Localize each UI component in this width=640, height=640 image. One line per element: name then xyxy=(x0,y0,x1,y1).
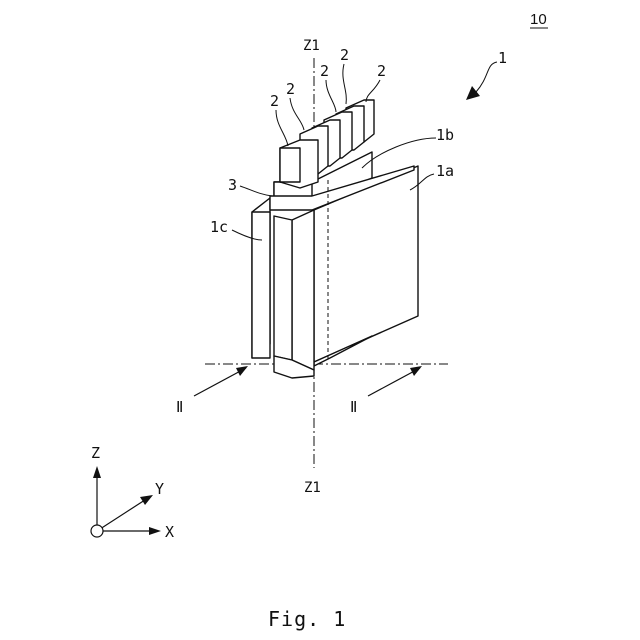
terminal-leader xyxy=(276,110,288,146)
section-marker-right: Ⅱ xyxy=(350,366,422,416)
insulator-label-group: 3 xyxy=(228,176,272,196)
insulator-label: 3 xyxy=(228,176,237,194)
terminal-leader xyxy=(343,64,346,104)
assembly-label: 1 xyxy=(498,49,507,67)
terminal-leader xyxy=(326,80,336,112)
terminal-leader xyxy=(290,98,304,130)
x-axis-arrowhead xyxy=(149,527,161,535)
section-arrowhead-left xyxy=(236,366,248,376)
section-arrowhead-right xyxy=(410,366,422,376)
terminal-label: 2 xyxy=(270,92,279,110)
z1-axis-bottom-label: Z1 xyxy=(304,480,321,496)
assembly-arrowhead xyxy=(466,86,480,100)
figure-caption: Fig. 1 xyxy=(268,607,346,631)
top-portion-leader xyxy=(362,138,436,168)
z-axis-label: Z xyxy=(91,444,100,462)
terminal-label: 2 xyxy=(377,62,386,80)
coordinate-axes: Z Y X xyxy=(91,444,174,541)
section-label-right: Ⅱ xyxy=(350,398,357,416)
section-marker-left: Ⅱ xyxy=(176,366,248,416)
center-column-side xyxy=(292,210,314,370)
center-column-front xyxy=(274,216,292,360)
reference-number-text: 10 xyxy=(530,11,547,28)
x-axis-label: X xyxy=(165,523,174,541)
insulator-leader xyxy=(240,186,272,196)
side-wall-front xyxy=(252,212,270,358)
terminal-leader xyxy=(366,80,380,102)
assembly-label-group: 1 xyxy=(466,49,507,100)
y-axis-line xyxy=(97,498,148,531)
side-wall-label: 1c xyxy=(210,218,228,236)
terminal-label: 2 xyxy=(286,80,295,98)
terminal-front-face xyxy=(280,148,300,182)
z-axis-arrowhead xyxy=(93,466,101,478)
y-axis-label: Y xyxy=(155,480,164,498)
top-portion-label: 1b xyxy=(436,126,454,144)
device-body xyxy=(252,100,418,378)
z1-axis-top-label: Z1 xyxy=(303,38,320,54)
terminal-label: 2 xyxy=(340,46,349,64)
origin-circle xyxy=(91,525,103,537)
main-body-label: 1a xyxy=(436,162,454,180)
section-label-left: Ⅱ xyxy=(176,398,183,416)
y-axis-arrowhead xyxy=(140,495,153,505)
assembly-leader xyxy=(476,62,497,92)
reference-number: 10 xyxy=(530,11,548,28)
terminal-label: 2 xyxy=(320,62,329,80)
